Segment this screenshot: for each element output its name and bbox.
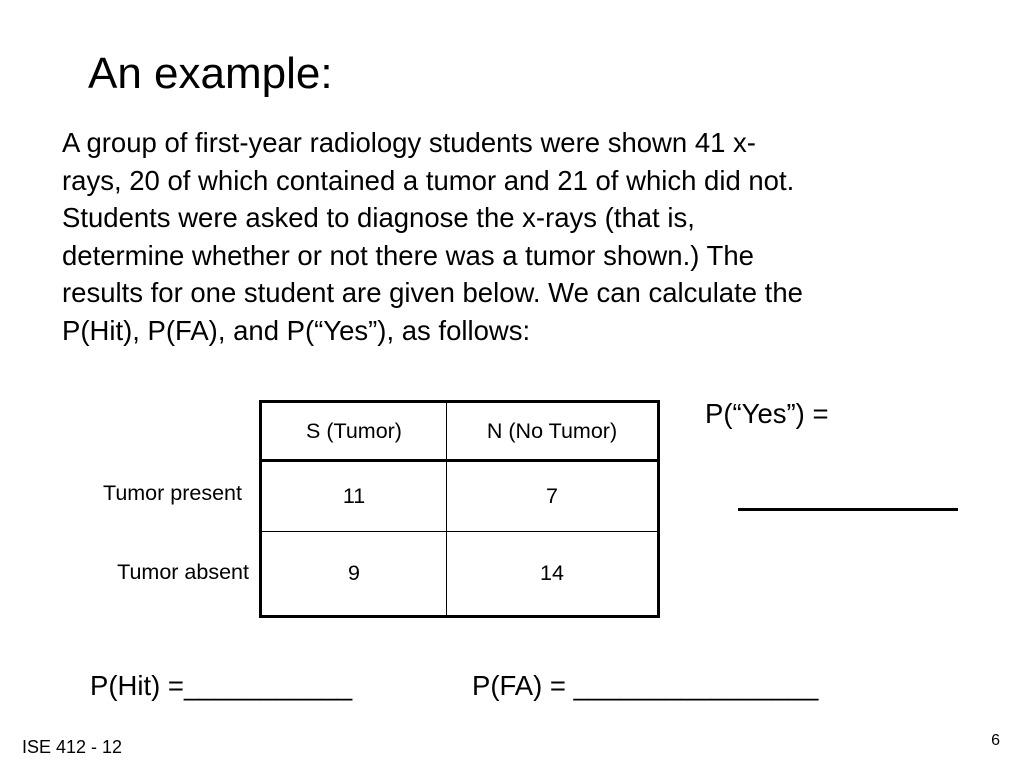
table-cell: 11 — [260, 460, 447, 532]
table-cell: 7 — [446, 460, 659, 532]
page-number: 6 — [991, 732, 1000, 749]
p-yes-answer-line — [738, 508, 958, 511]
footer-course: ISE 412 - 12 — [22, 737, 123, 757]
row-label-tumor-present: Tumor present — [102, 481, 242, 505]
p-fa-formula: P(FA) = ________________ — [472, 670, 819, 701]
p-yes-formula: P(“Yes”) = — [705, 398, 829, 429]
column-header-s-tumor: S (Tumor) — [260, 401, 447, 462]
body-line: A group of first-year radiology students… — [62, 127, 756, 158]
results-table: S (Tumor) N (No Tumor) 11 7 9 14 — [259, 400, 660, 618]
table-row: 9 14 — [260, 531, 659, 617]
body-line: P(Hit), P(FA), and P(“Yes”), as follows: — [62, 314, 531, 346]
slide-title: An example: — [88, 49, 333, 98]
table-header-row: S (Tumor) N (No Tumor) — [260, 401, 659, 462]
table-cell: 14 — [446, 531, 659, 617]
p-hit-formula: P(Hit) =___________ — [90, 670, 353, 701]
body-line: Students were asked to diagnose the x-ra… — [62, 202, 695, 233]
body-line: results for one student are given below.… — [62, 277, 803, 308]
body-line: rays, 20 of which contained a tumor and … — [62, 164, 795, 196]
table-row: 11 7 — [260, 460, 659, 532]
body-line: determine whether or not there was a tum… — [62, 239, 754, 271]
row-label-tumor-absent: Tumor absent — [117, 560, 249, 584]
table-cell: 9 — [260, 531, 447, 617]
column-header-n-no-tumor: N (No Tumor) — [446, 401, 659, 462]
body-text: A group of first-year radiology students… — [62, 124, 992, 349]
